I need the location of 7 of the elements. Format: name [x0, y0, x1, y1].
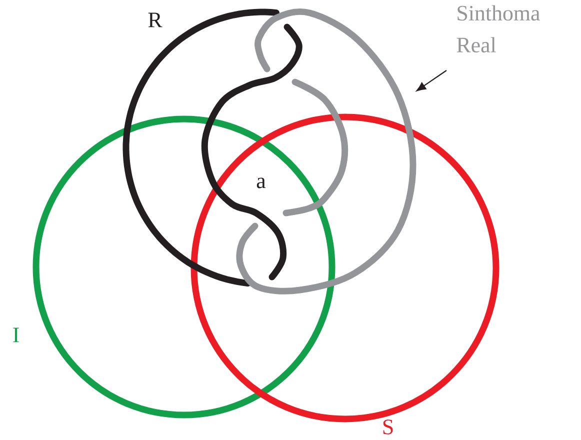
leader-line: [416, 70, 447, 92]
ring-label: I: [13, 328, 19, 342]
ring-label: R: [148, 12, 162, 28]
ring-label: a: [256, 178, 266, 188]
ring-label: S: [383, 420, 393, 434]
annotation-text: Sinthoma Real: [456, 5, 540, 52]
loop-drawing: [236, 8, 416, 294]
